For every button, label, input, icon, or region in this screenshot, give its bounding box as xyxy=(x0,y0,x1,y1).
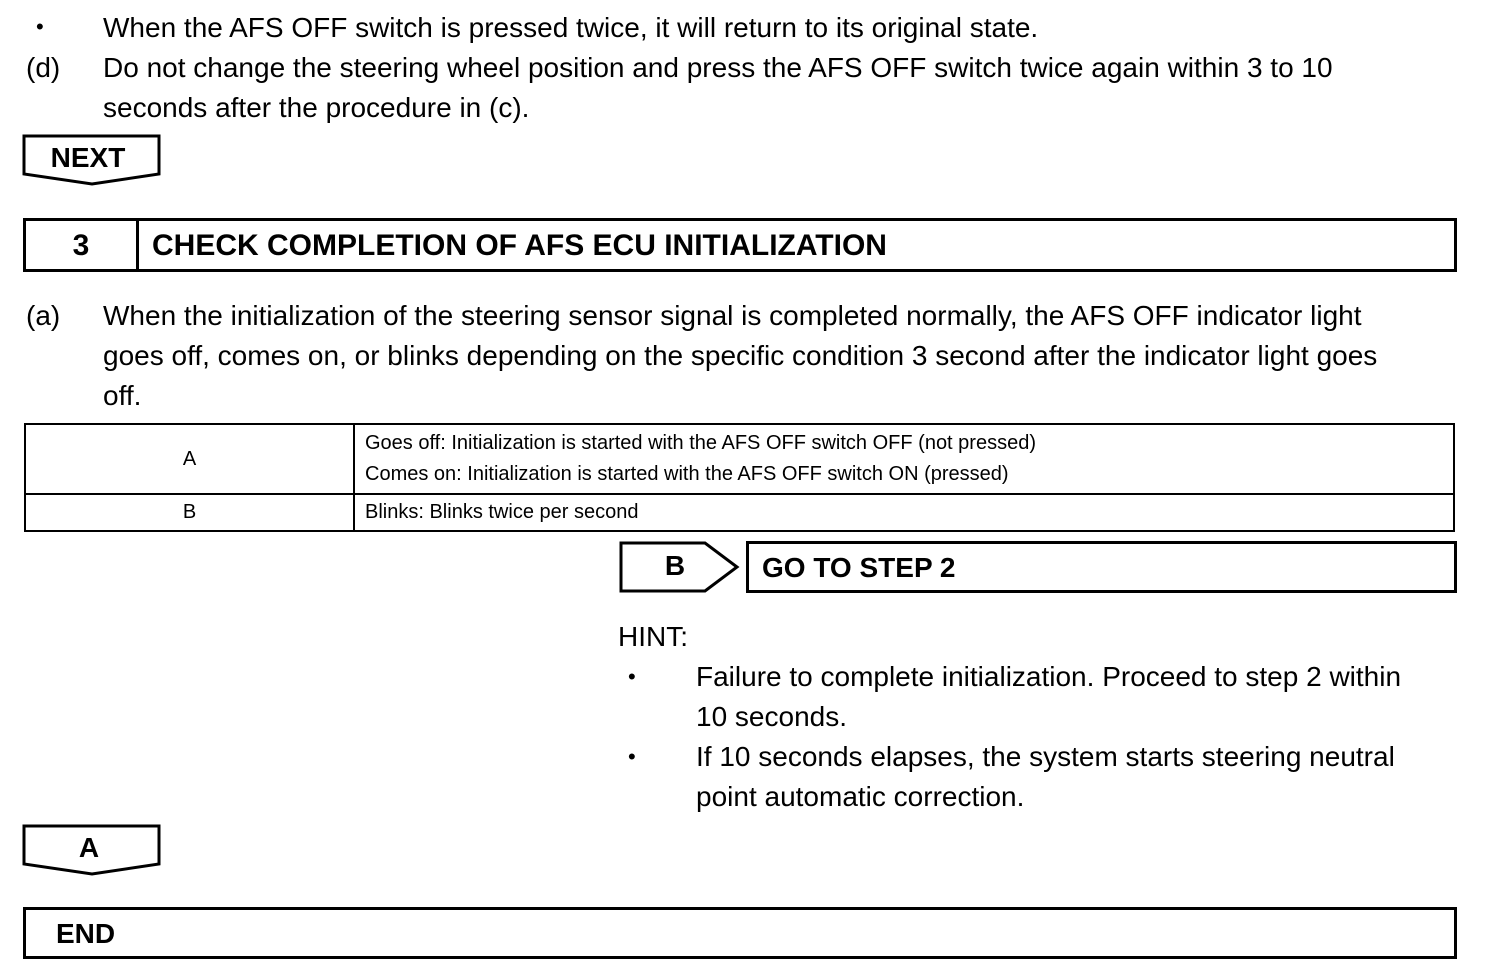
hint-item-2-line-2: point automatic correction. xyxy=(696,781,1025,812)
branch-a-arrow-shape xyxy=(22,824,161,876)
hint-item-1-line-2: 10 seconds. xyxy=(696,701,847,732)
table-cell-line: Comes on: Initialization is started with… xyxy=(365,463,1009,485)
item-a-line-1: When the initialization of the steering … xyxy=(103,300,1362,331)
table-cell-line: Goes off: Initialization is started with… xyxy=(365,432,1036,454)
intro-bullet-text: When the AFS OFF switch is pressed twice… xyxy=(103,12,1039,43)
end-box: END xyxy=(23,907,1457,959)
result-table: A Goes off: Initialization is started wi… xyxy=(24,423,1455,532)
branch-a-label: A xyxy=(78,832,100,863)
branch-b-action: GO TO STEP 2 xyxy=(762,552,956,583)
hint-bullet-marker: • xyxy=(628,744,636,769)
branch-b-label: B xyxy=(664,550,686,581)
step-d-marker: (d) xyxy=(26,52,61,83)
table-cell-label: B xyxy=(24,493,355,532)
bullet-marker: • xyxy=(36,14,44,39)
table-cell-label: A xyxy=(24,423,355,495)
hint-title: HINT: xyxy=(618,621,688,652)
branch-b-action-box[interactable]: GO TO STEP 2 xyxy=(746,541,1457,593)
next-label: NEXT xyxy=(50,142,126,173)
next-arrow-shape xyxy=(22,134,161,186)
item-a-marker: (a) xyxy=(26,300,61,331)
branch-b-arrow-shape xyxy=(619,541,740,593)
step-number: 3 xyxy=(72,229,90,262)
item-a-line-2: goes off, comes on, or blinks depending … xyxy=(103,340,1378,371)
table-row: B Blinks: Blinks twice per second xyxy=(24,493,1455,532)
table-cell-line: Blinks: Blinks twice per second xyxy=(365,501,639,523)
table-cell-description: Blinks: Blinks twice per second xyxy=(353,493,1455,532)
table-cell-description: Goes off: Initialization is started with… xyxy=(353,423,1455,495)
hint-bullet-marker: • xyxy=(628,664,636,689)
step-d-line-1: Do not change the steering wheel positio… xyxy=(103,52,1333,83)
step-title: CHECK COMPLETION OF AFS ECU INITIALIZATI… xyxy=(152,229,887,262)
hint-item-2-line-1: If 10 seconds elapses, the system starts… xyxy=(696,741,1395,772)
hint-item-1-line-1: Failure to complete initialization. Proc… xyxy=(696,661,1402,692)
step-d-line-2: seconds after the procedure in (c). xyxy=(103,92,530,123)
table-row: A Goes off: Initialization is started wi… xyxy=(24,423,1455,495)
branch-b-arrow[interactable]: B xyxy=(619,541,745,595)
end-label: END xyxy=(56,918,116,949)
step-header: 3 CHECK COMPLETION OF AFS ECU INITIALIZA… xyxy=(23,218,1457,272)
branch-a-arrow-box[interactable]: A xyxy=(22,824,162,878)
item-a-line-3: off. xyxy=(103,380,142,411)
step-header-divider xyxy=(136,221,139,269)
next-arrow-box[interactable]: NEXT xyxy=(22,134,162,188)
